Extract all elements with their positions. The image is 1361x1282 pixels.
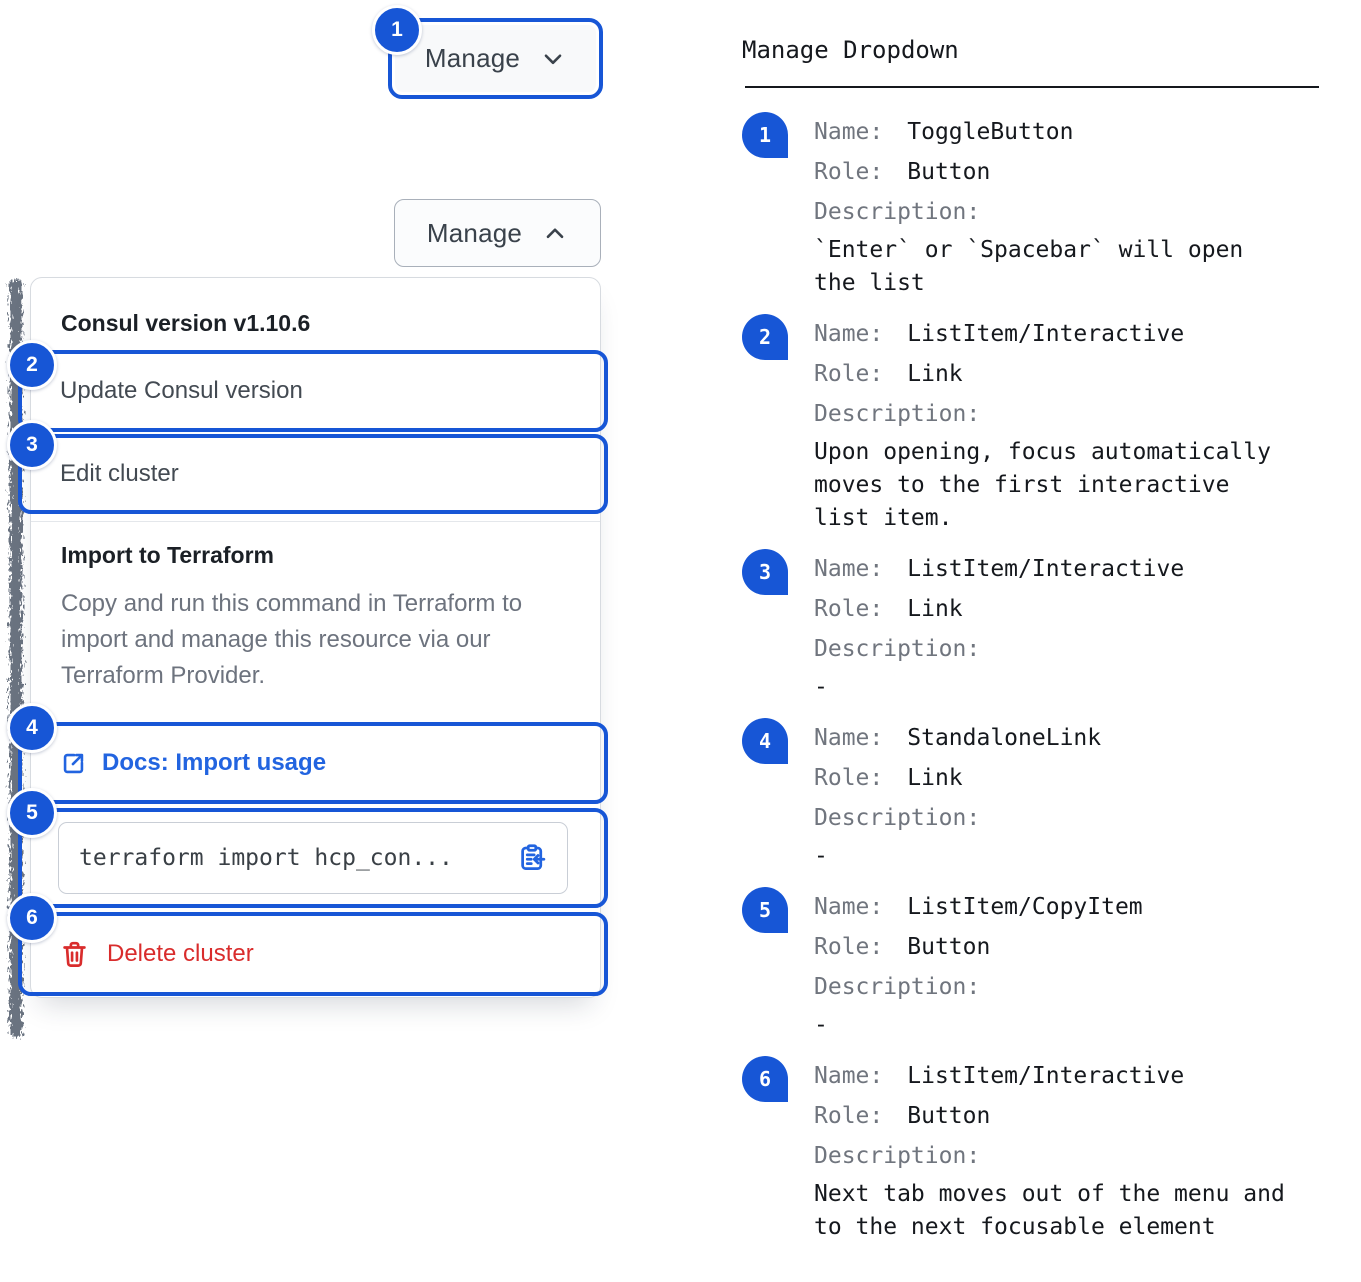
spec-item-badge-number: 4 xyxy=(758,729,772,753)
import-terraform-title: Import to Terraform xyxy=(61,542,274,568)
spec-item-role-row: Role:Link xyxy=(814,596,963,622)
spec-item-name-row: Name:StandaloneLink xyxy=(814,725,1102,751)
chevron-down-icon xyxy=(544,53,562,64)
spec-item-description-label-row: Description: xyxy=(814,974,981,1000)
manage-open-button[interactable]: Manage xyxy=(394,199,601,267)
annotation-badge-6-number: 6 xyxy=(26,906,38,929)
trash-icon xyxy=(63,941,86,967)
spec-item-description-label-row: Description: xyxy=(814,805,981,831)
spec-item: 3 Name:ListItem/Interactive Role:Link De… xyxy=(742,549,1322,704)
annotation-badge-4: 4 xyxy=(7,703,57,753)
docs-import-usage-label: Docs: Import usage xyxy=(102,749,327,776)
menu-item-edit-cluster[interactable]: Edit cluster xyxy=(60,460,179,487)
spec-item-description-label-row: Description: xyxy=(814,199,981,225)
spec-item: 6 Name:ListItem/Interactive Role:Button … xyxy=(742,1056,1322,1244)
spec-item-badge: 5 xyxy=(742,887,788,933)
spec-item-text: Name:ListItem/Interactive Role:Link Desc… xyxy=(814,549,1322,704)
menu-divider xyxy=(31,521,600,522)
spec-item-badge: 2 xyxy=(742,314,788,360)
spec-item: 5 Name:ListItem/CopyItem Role:Button Des… xyxy=(742,887,1322,1042)
annotation-box-4: Docs: Import usage xyxy=(18,722,608,804)
spec-item-description: - xyxy=(814,843,828,869)
annotation-badge-2-number: 2 xyxy=(26,353,38,376)
spec-item-description: Upon opening, focus automatically moves … xyxy=(814,439,1271,531)
spec-item-name-row: Name:ListItem/CopyItem xyxy=(814,894,1143,920)
spec-title: Manage Dropdown xyxy=(742,36,959,64)
spec-item-badge-col: 3 xyxy=(742,549,814,704)
spec-column: Manage Dropdown 1 Name:ToggleButton Role… xyxy=(742,36,1322,1258)
spec-item-name-row: Name:ListItem/Interactive xyxy=(814,556,1185,582)
annotation-badge-1: 1 xyxy=(372,5,422,55)
annotation-box-5: terraform import hcp_con... xyxy=(18,808,608,908)
spec-item-name-row: Name:ListItem/Interactive xyxy=(814,1063,1185,1089)
annotation-box-6: Delete cluster xyxy=(18,912,608,996)
spec-item: 2 Name:ListItem/Interactive Role:Link De… xyxy=(742,314,1322,535)
spec-item-badge-col: 2 xyxy=(742,314,814,535)
spec-item-badge-col: 6 xyxy=(742,1056,814,1244)
spec-item-badge-col: 1 xyxy=(742,112,814,300)
spec-item-text: Name:ListItem/CopyItem Role:Button Descr… xyxy=(814,887,1322,1042)
manage-toggle-button[interactable]: Manage xyxy=(388,18,603,99)
spec-item-role-row: Role:Link xyxy=(814,361,963,387)
annotation-badge-3: 3 xyxy=(7,420,57,470)
annotation-badge-3-number: 3 xyxy=(26,433,38,456)
consul-version-header: Consul version v1.10.6 xyxy=(61,310,311,336)
spec-item-badge-col: 5 xyxy=(742,887,814,1042)
terraform-import-command: terraform import hcp_con... xyxy=(79,845,453,871)
annotation-box-2: Update Consul version xyxy=(18,350,608,432)
manage-toggle-inner[interactable]: Manage xyxy=(395,25,596,92)
spec-item: 1 Name:ToggleButton Role:Button Descript… xyxy=(742,112,1322,300)
annotation-badge-2: 2 xyxy=(7,340,57,390)
spec-title-rule xyxy=(745,86,1319,88)
spec-item-description-label-row: Description: xyxy=(814,401,981,427)
copy-command-button[interactable] xyxy=(517,843,547,873)
spec-item-text: Name:StandaloneLink Role:Link Descriptio… xyxy=(814,718,1322,873)
spec-item-name-row: Name:ListItem/Interactive xyxy=(814,321,1185,347)
annotation-badge-4-number: 4 xyxy=(26,716,38,739)
manage-open-label: Manage xyxy=(426,217,523,248)
spec-item-badge-number: 3 xyxy=(758,560,772,584)
docs-import-usage-link[interactable]: Docs: Import usage xyxy=(60,749,326,777)
spec-item-role-row: Role:Button xyxy=(814,1103,991,1129)
spec-item-badge-number: 6 xyxy=(758,1067,772,1091)
annotation-badge-6: 6 xyxy=(7,893,57,943)
clipboard-copy-icon xyxy=(521,844,546,870)
spec-item-badge-number: 5 xyxy=(758,898,772,922)
external-link-icon xyxy=(63,753,84,773)
annotation-box-3: Edit cluster xyxy=(18,434,608,514)
spec-item-badge: 4 xyxy=(742,718,788,764)
delete-cluster-label: Delete cluster xyxy=(107,940,254,967)
spec-item-role-row: Role:Link xyxy=(814,765,963,791)
spec-item-role-row: Role:Button xyxy=(814,934,991,960)
manage-toggle-label: Manage xyxy=(424,43,521,73)
spec-item-badge-number: 2 xyxy=(758,325,772,349)
terraform-import-copy-field[interactable]: terraform import hcp_con... xyxy=(58,822,568,894)
annotation-badge-5: 5 xyxy=(7,788,57,838)
menu-item-delete-cluster[interactable]: Delete cluster xyxy=(60,940,254,969)
spec-item-description: - xyxy=(814,674,828,700)
annotation-badge-5-number: 5 xyxy=(26,801,38,824)
import-terraform-description: Copy and run this command in Terraform t… xyxy=(61,590,523,689)
spec-item-description-label-row: Description: xyxy=(814,1143,981,1169)
spec-item-badge-number: 1 xyxy=(758,123,772,147)
spec-item-badge: 3 xyxy=(742,549,788,595)
spec-item-description: - xyxy=(814,1012,828,1038)
spec-item-role-row: Role:Button xyxy=(814,159,991,185)
spec-item-description-label-row: Description: xyxy=(814,636,981,662)
spec-item-description: Next tab moves out of the menu and to th… xyxy=(814,1181,1285,1240)
spec-item-badge: 6 xyxy=(742,1056,788,1102)
spec-item: 4 Name:StandaloneLink Role:Link Descript… xyxy=(742,718,1322,873)
spec-item-badge-col: 4 xyxy=(742,718,814,873)
spec-item-list: 1 Name:ToggleButton Role:Button Descript… xyxy=(742,112,1322,1258)
spec-item-badge: 1 xyxy=(742,112,788,158)
annotation-badge-1-number: 1 xyxy=(391,18,403,41)
spec-item-text: Name:ListItem/Interactive Role:Button De… xyxy=(814,1056,1322,1244)
spec-item-text: Name:ListItem/Interactive Role:Link Desc… xyxy=(814,314,1322,535)
spec-item-name-row: Name:ToggleButton xyxy=(814,119,1074,145)
chevron-up-icon xyxy=(546,228,564,239)
spec-item-text: Name:ToggleButton Role:Button Descriptio… xyxy=(814,112,1322,300)
menu-item-update-consul-version[interactable]: Update Consul version xyxy=(60,377,303,404)
spec-item-description: `Enter` or `Spacebar` will open the list xyxy=(814,237,1244,296)
